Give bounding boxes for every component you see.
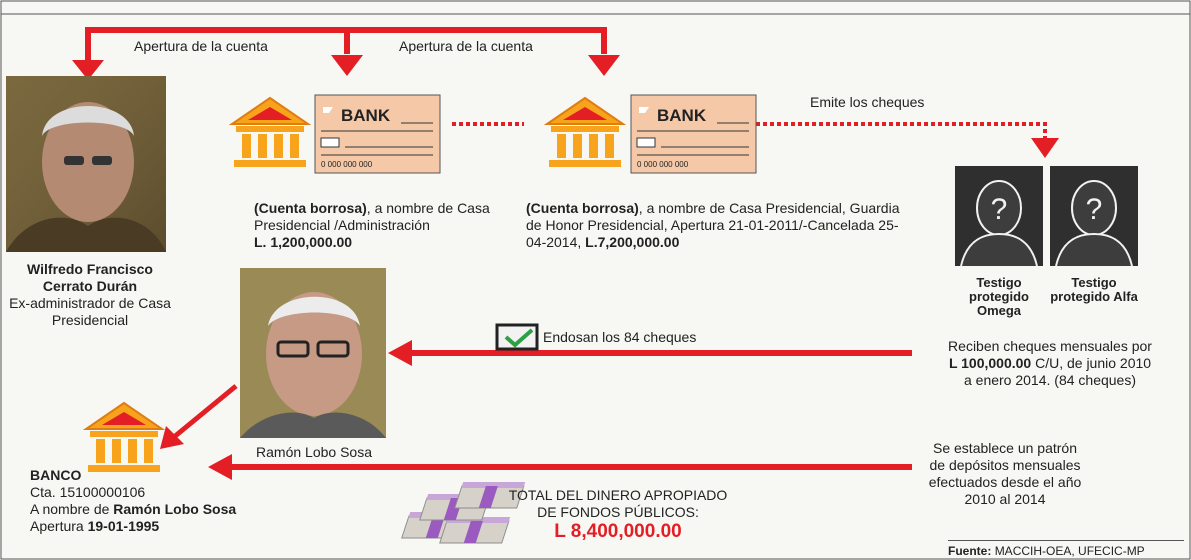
arrow-down-icon <box>72 60 104 80</box>
apertura-label-1: Apertura de la cuenta <box>134 38 268 54</box>
person-wilfredo: Wilfredo Francisco Cerrato Durán Ex-admi… <box>6 261 174 329</box>
arrow-left-icon <box>388 340 412 366</box>
deposit-pattern-description: Se establece un patrón de depósitos mens… <box>928 440 1082 507</box>
total-appropriated: TOTAL DEL DINERO APROPIADO DE FONDOS PÚB… <box>508 487 728 542</box>
svg-text:BANK: BANK <box>657 106 707 125</box>
svg-text:0 000 000 000: 0 000 000 000 <box>637 160 689 169</box>
portrait-photo <box>6 76 166 252</box>
monthly-checks-description: Reciben cheques mensuales por L 100,000.… <box>948 338 1152 388</box>
bank-opening-date: 19-01-1995 <box>87 518 160 534</box>
svg-text:BANK: BANK <box>341 106 391 125</box>
apertura-label-2: Apertura de la cuenta <box>399 38 533 54</box>
witness-omega: Testigo protegido Omega <box>969 275 1029 318</box>
bank-account: Cta. 15100000106 <box>30 484 146 500</box>
account-opening-bracket <box>85 27 607 70</box>
source-note: Fuente: MACCIH-OEA, UFECIC-MP <box>948 540 1184 559</box>
bank-icon <box>228 96 312 167</box>
anonymous-person-icon: ? <box>1050 166 1138 267</box>
account-status: (Cuenta borrosa) <box>526 200 639 216</box>
arrow-left-icon <box>208 454 232 480</box>
endorsed-checks-label: Endosan los 84 cheques <box>543 329 697 345</box>
account-amount: L.7,200,000.00 <box>585 234 680 250</box>
witness-alfa: Testigo protegido Alfa <box>1050 275 1138 304</box>
person-ramon: Ramón Lobo Sosa <box>256 444 372 460</box>
person-name: Wilfredo Francisco Cerrato Durán <box>27 261 153 294</box>
arrow-down-icon <box>1031 138 1059 158</box>
bank-icon <box>543 96 627 167</box>
account-holder: , a nombre de Casa Presidencial, Guardia… <box>526 200 900 250</box>
account-1-description: (Cuenta borrosa), a nombre de Casa Presi… <box>254 200 504 251</box>
arrow-down-icon <box>588 55 620 76</box>
bank-details: BANCO Cta. 15100000106 A nombre de Ramón… <box>30 467 270 535</box>
svg-text:?: ? <box>1086 193 1103 226</box>
emite-cheques-label: Emite los cheques <box>810 94 925 110</box>
arrow-down-icon <box>331 55 363 76</box>
bank-icon <box>82 401 166 472</box>
account-holder: , a nombre de Casa Presidencial /Adminis… <box>254 200 490 233</box>
total-amount: L 8,400,000.00 <box>554 521 682 542</box>
svg-text:?: ? <box>991 193 1008 226</box>
monthly-amount: L 100,000.00 <box>948 355 1032 371</box>
checkmark-icon <box>495 323 539 351</box>
bank-holder: Ramón Lobo Sosa <box>113 501 237 517</box>
account-status: (Cuenta borrosa) <box>254 200 367 216</box>
account-amount: L. 1,200,000.00 <box>254 234 353 250</box>
anonymous-person-icon: ? <box>955 166 1043 267</box>
arrow-diagonal-icon <box>160 426 184 449</box>
portrait-photo <box>240 268 386 438</box>
bank-title: BANCO <box>30 467 82 483</box>
account-2-description: (Cuenta borrosa), a nombre de Casa Presi… <box>526 200 906 251</box>
check-icon: BANK 0 000 000 000 <box>630 94 757 174</box>
check-icon: BANK 0 000 000 000 <box>314 94 441 174</box>
money-icon <box>401 482 526 544</box>
person-role: Ex-administrador de Casa Presidencial <box>9 295 171 328</box>
svg-text:0 000 000 000: 0 000 000 000 <box>321 160 373 169</box>
